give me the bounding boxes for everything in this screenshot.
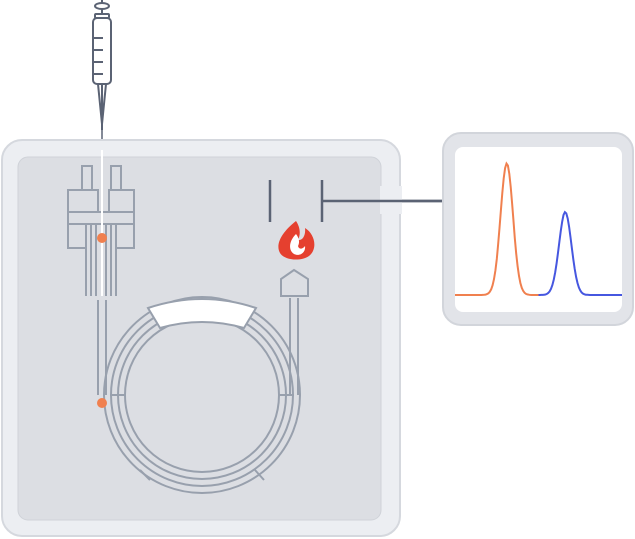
chromatogram-peak-1	[455, 161, 539, 296]
injector-marker	[97, 233, 107, 243]
flame-ionization-detector-icon	[278, 221, 315, 260]
column-label-window	[146, 298, 258, 330]
chromatogram-peak-2	[538, 210, 622, 296]
chromatogram-display-icon	[442, 132, 634, 326]
coiled-column-icon	[103, 296, 301, 494]
syringe-icon	[92, 0, 112, 130]
column-marker	[97, 398, 107, 408]
chromatogram-plot	[455, 161, 622, 296]
detector-nozzle-icon	[280, 268, 309, 297]
